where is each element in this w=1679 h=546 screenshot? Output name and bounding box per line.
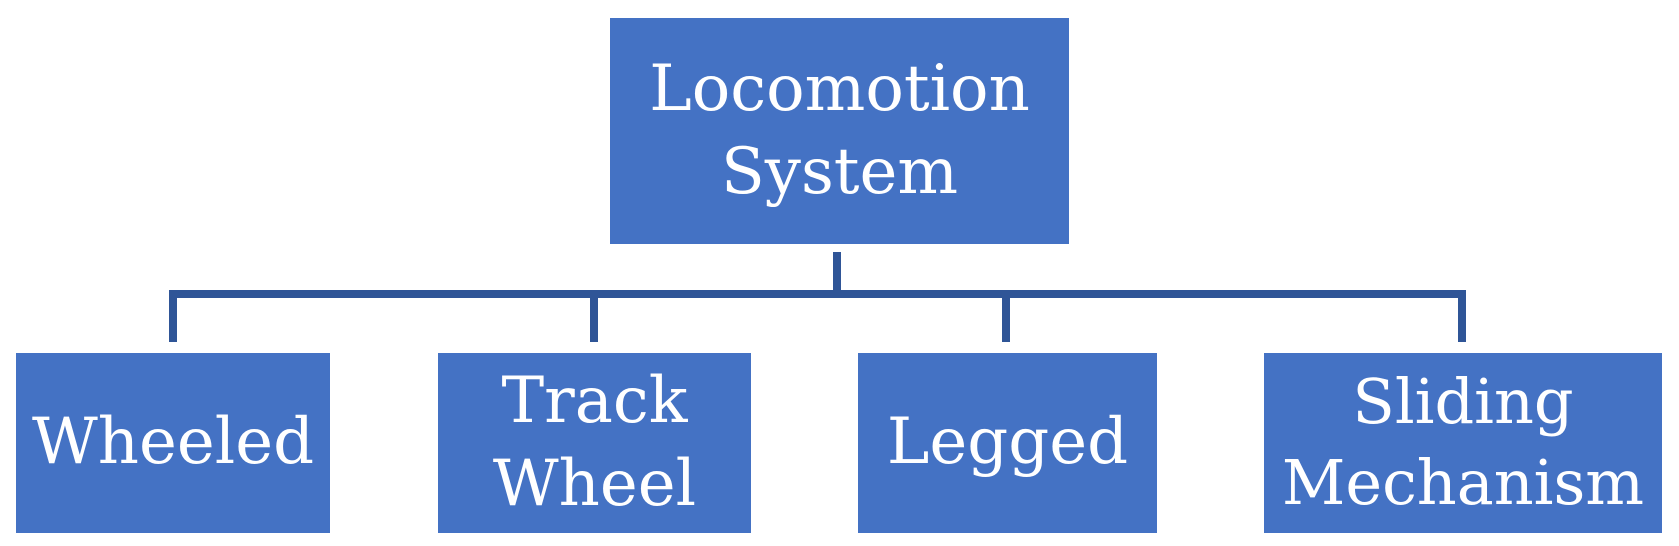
node-label: Legged xyxy=(887,401,1128,484)
node-label: Sliding Mechanism xyxy=(1282,362,1644,523)
node-locomotion-system: Locomotion System xyxy=(610,18,1069,244)
node-label-line: Legged xyxy=(886,405,1129,480)
node-label: Locomotion System xyxy=(649,48,1030,214)
node-legged: Legged xyxy=(858,353,1157,533)
node-label-line: System xyxy=(720,135,959,209)
connector-sliding-mechanism xyxy=(1458,290,1466,342)
node-label-line: Locomotion xyxy=(649,51,1030,126)
node-label: Track Wheel xyxy=(493,360,696,526)
node-label-line: Wheeled xyxy=(31,405,315,480)
node-wheeled: Wheeled xyxy=(16,353,330,533)
node-track-wheel: Track Wheel xyxy=(438,353,751,533)
node-label: Wheeled xyxy=(32,401,314,484)
node-label-line: Sliding xyxy=(1352,365,1574,439)
node-label-line: Mechanism xyxy=(1281,446,1645,519)
connector-track-wheel xyxy=(590,290,598,342)
connector-root-stem xyxy=(833,252,841,297)
connector-wheeled xyxy=(169,290,177,342)
connector-legged xyxy=(1002,290,1010,342)
node-sliding-mechanism: Sliding Mechanism xyxy=(1264,353,1662,533)
node-label-line: Track xyxy=(501,363,688,438)
node-label-line: Wheel xyxy=(492,447,697,521)
connector-horizontal-bar xyxy=(169,290,1466,298)
